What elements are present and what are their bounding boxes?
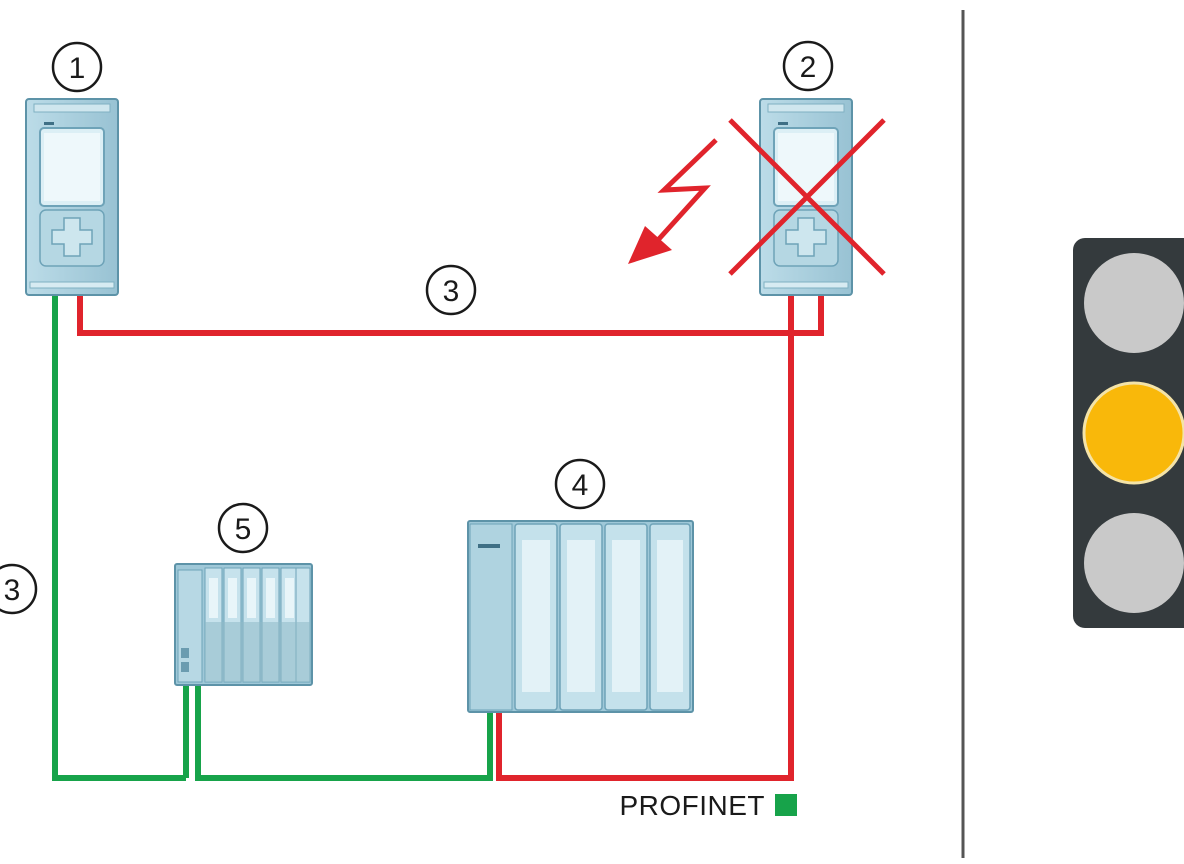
- callout-1: 1: [51, 41, 103, 93]
- io-station-large: [467, 520, 694, 713]
- cpu-primary: [25, 98, 119, 296]
- callout-3-left-label: 3: [4, 574, 21, 607]
- callout-4: 4: [554, 458, 606, 510]
- traffic-lamp-middle: [1082, 381, 1184, 485]
- failed-network-line-top: [77, 296, 824, 336]
- profinet-legend-label: PROFINET: [619, 790, 765, 821]
- callout-3-top-label: 3: [443, 275, 460, 308]
- io-station-small: [174, 563, 313, 686]
- lightning-fault-icon: [628, 138, 718, 264]
- callout-5: 5: [217, 502, 269, 554]
- network-lines: [52, 296, 824, 781]
- active-network-line: [52, 296, 493, 781]
- profinet-legend-swatch: [775, 794, 797, 816]
- traffic-lamp-top: [1084, 253, 1184, 353]
- status-traffic-light: [1073, 238, 1184, 628]
- failed-network-line-right: [496, 296, 794, 781]
- callout-5-label: 5: [235, 513, 252, 546]
- callout-1-label: 1: [69, 52, 86, 85]
- callout-2: 2: [782, 40, 834, 92]
- callout-3-top: 3: [425, 264, 477, 316]
- profinet-legend: PROFINET: [619, 790, 797, 821]
- callout-4-label: 4: [572, 469, 589, 502]
- callout-3-left: 3: [0, 563, 38, 615]
- failure-cross-icon: [728, 118, 886, 276]
- callout-2-label: 2: [800, 51, 817, 84]
- traffic-lamp-bottom: [1084, 513, 1184, 613]
